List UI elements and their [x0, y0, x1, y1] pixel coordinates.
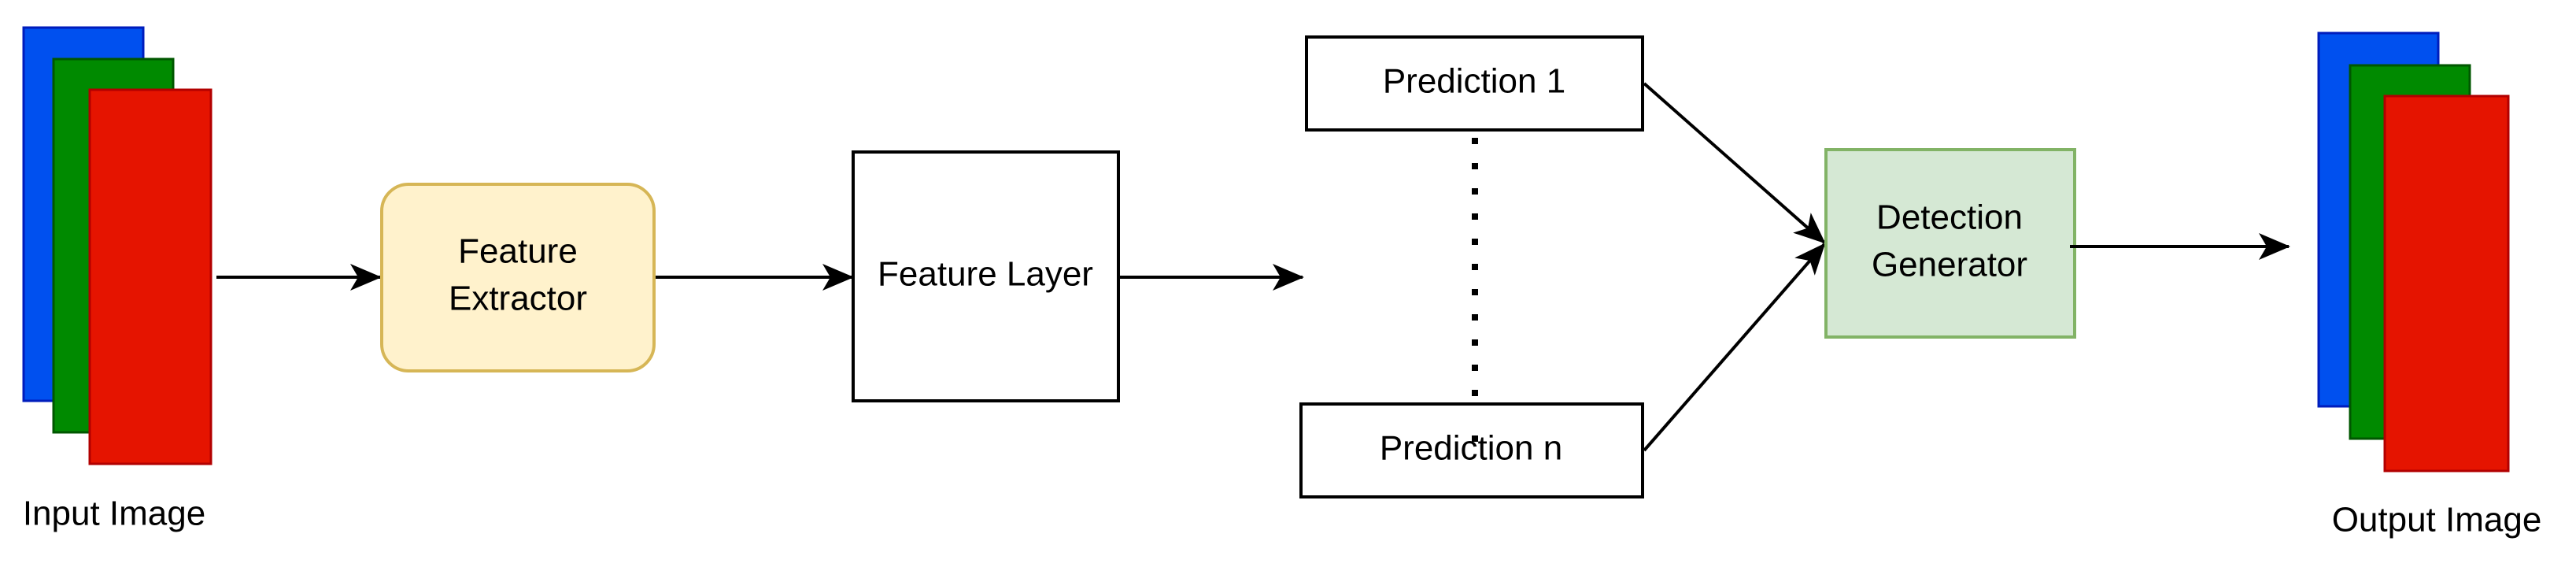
input-channel-red — [88, 88, 213, 465]
feature-layer-box — [852, 150, 1120, 402]
arrow-prediction-1-to-generator — [1643, 82, 1826, 244]
prediction-1-label: Prediction 1 — [1383, 62, 1565, 101]
detection-generator-node: Detection Generator — [1824, 148, 2076, 339]
prediction-ellipsis-last-dot — [1472, 435, 1478, 442]
input-image-stack — [22, 26, 213, 465]
detection-generator-label-line1: Detection — [1876, 198, 2023, 237]
prediction-n-node: Prediction n — [1299, 402, 1644, 498]
detection-generator-box — [1824, 148, 2076, 339]
prediction-1-box — [1305, 35, 1644, 132]
output-image-label: Output Image — [2332, 501, 2542, 539]
feature-extractor-box — [380, 183, 656, 372]
detection-generator-label-line2: Generator — [1872, 246, 2027, 284]
output-image-stack — [2317, 32, 2510, 472]
output-channel-red — [2383, 94, 2510, 472]
feature-layer-node: Feature Layer — [852, 150, 1120, 402]
feature-layer-label: Feature Layer — [878, 255, 1093, 294]
feature-extractor-label-line1: Feature — [458, 232, 578, 271]
feature-extractor-label-line2: Extractor — [449, 280, 587, 318]
arrow-prediction-n-to-generator — [1643, 243, 1826, 452]
feature-extractor-node: Feature Extractor — [380, 183, 656, 372]
prediction-1-node: Prediction 1 — [1305, 35, 1644, 132]
prediction-n-label: Prediction n — [1380, 429, 1562, 468]
input-image-label: Input Image — [23, 495, 205, 533]
prediction-n-box — [1299, 402, 1644, 498]
